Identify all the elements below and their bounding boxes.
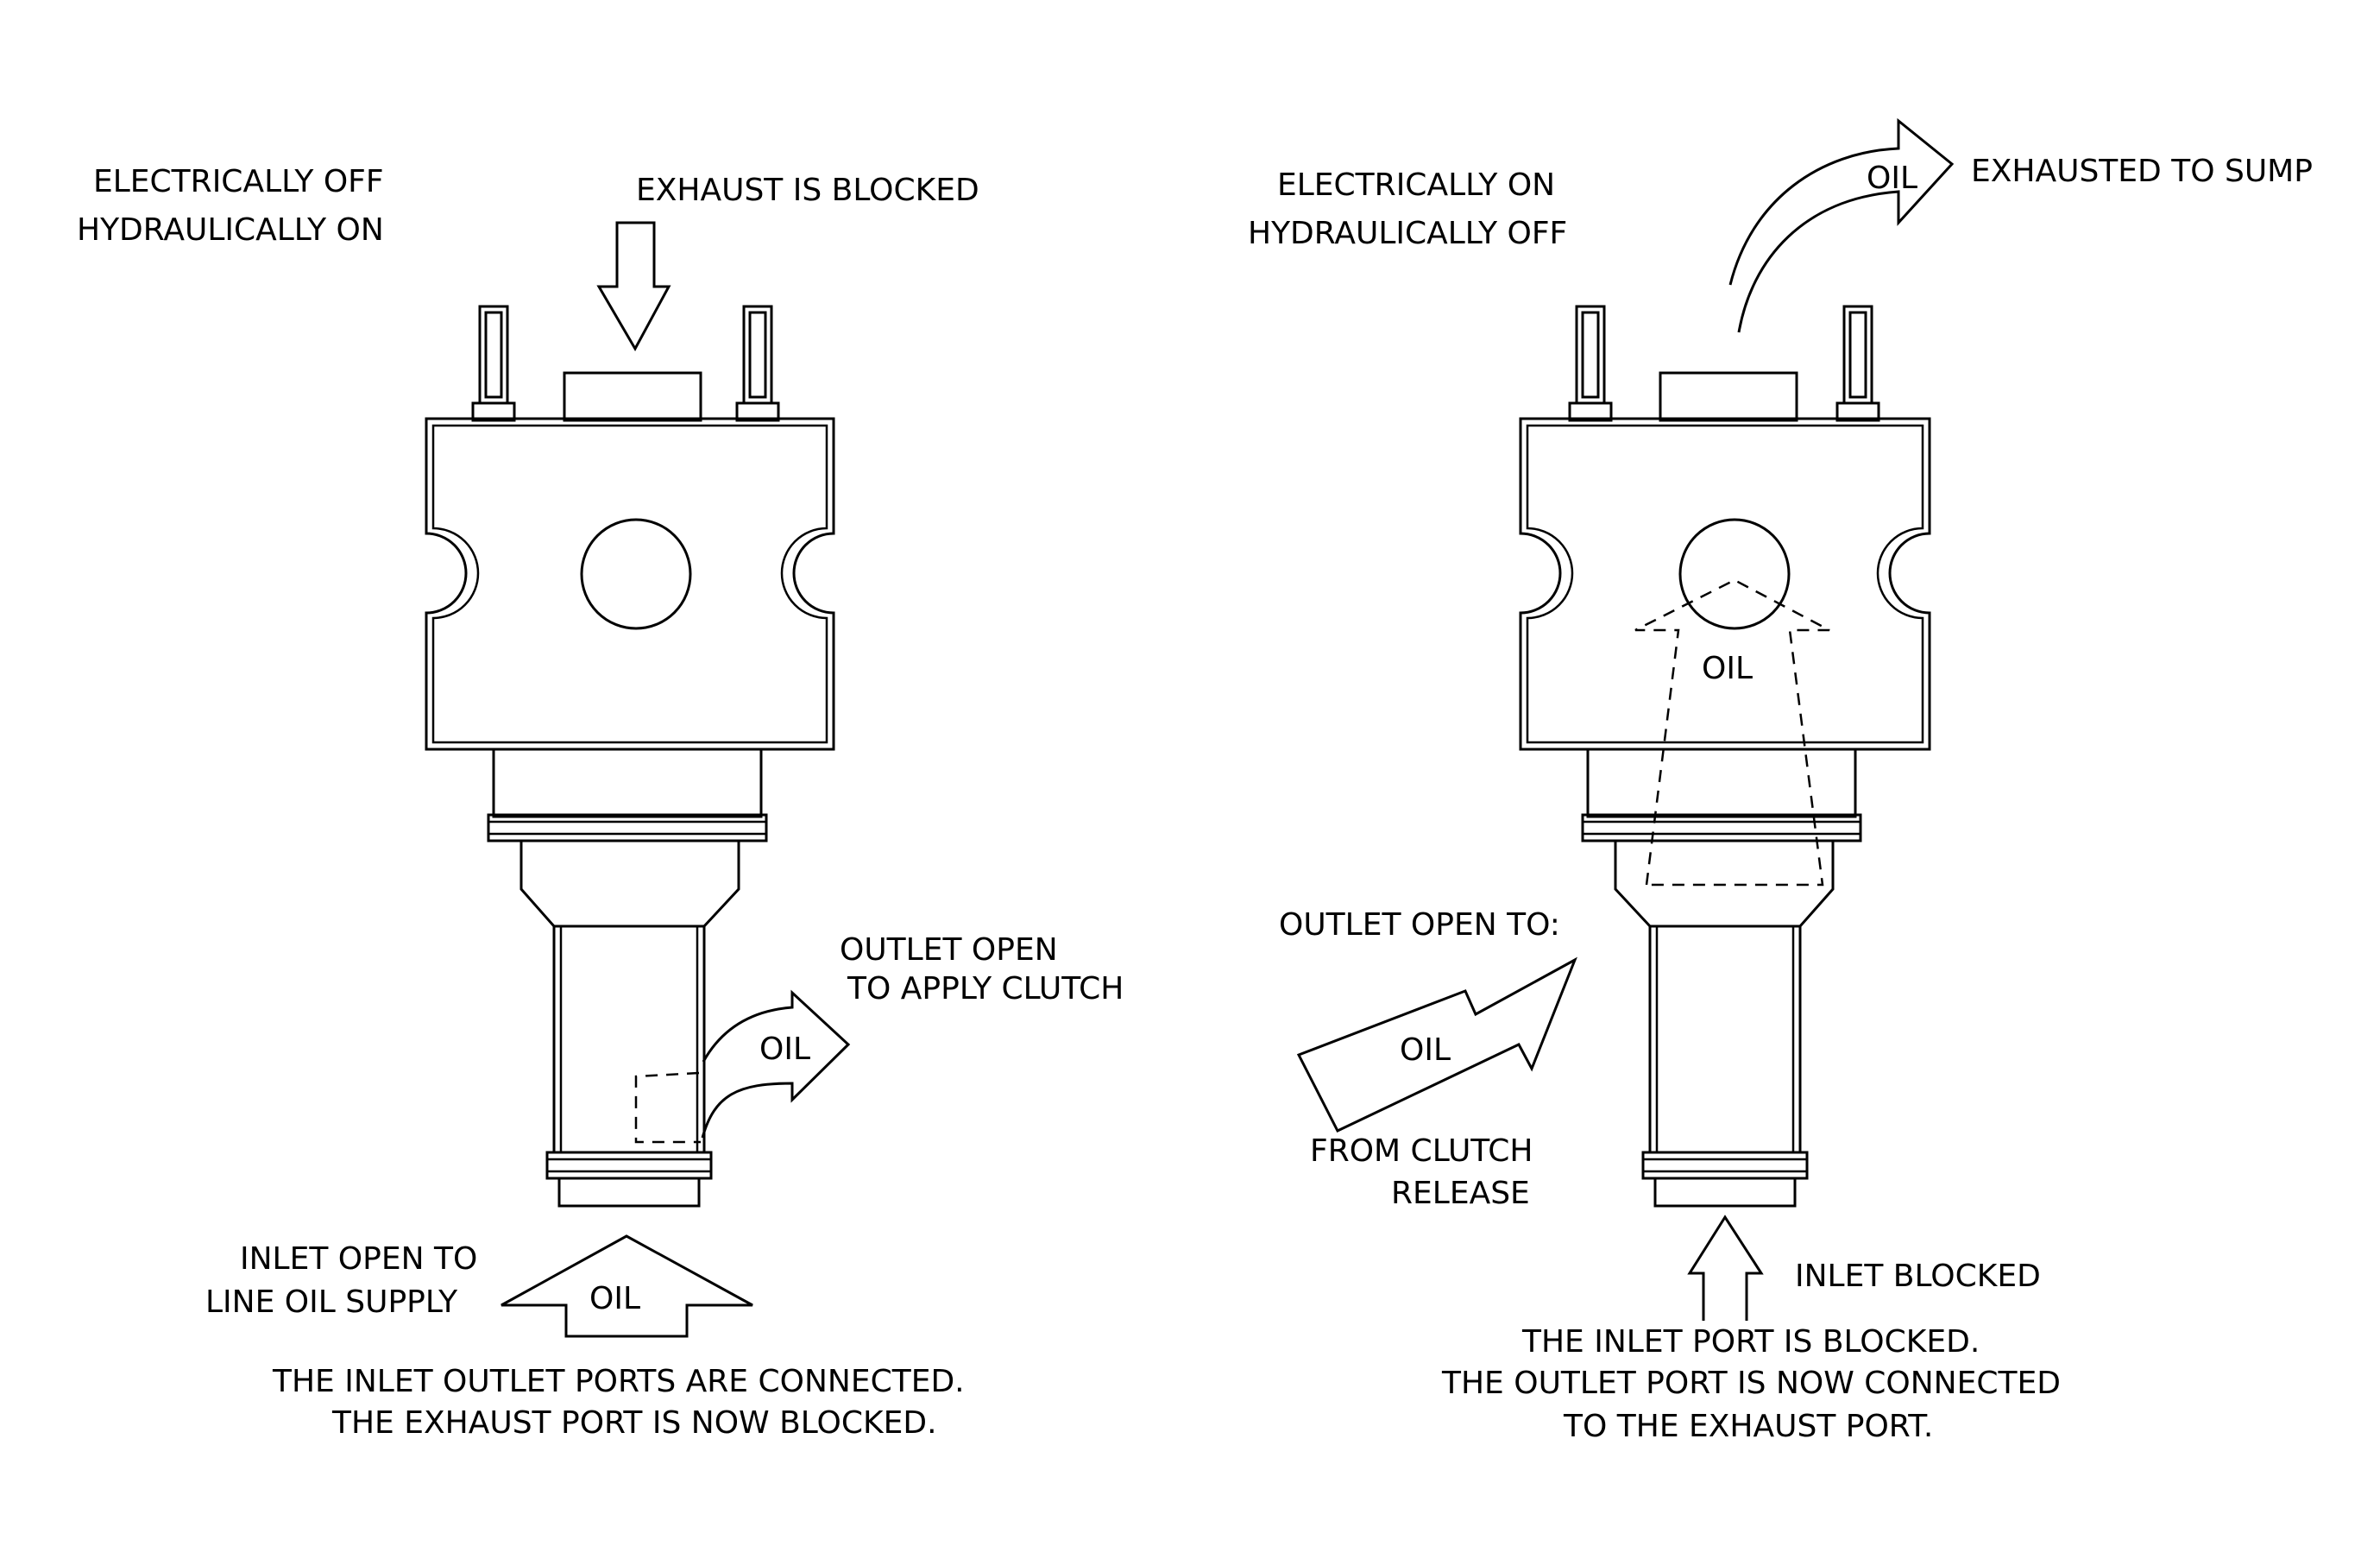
solenoid-body — [1519, 417, 1931, 751]
right-terminal-pin — [735, 305, 780, 422]
o-ring-upper — [1581, 813, 1862, 842]
o-ring-lower — [1641, 1151, 1809, 1180]
coil-circle — [580, 518, 692, 630]
right-caption-line1: THE INLET PORT IS BLOCKED. — [1521, 1324, 1980, 1360]
right-exhaust-label: EXHAUSTED TO SUMP — [1971, 154, 2313, 189]
inlet-blocked-arrow — [1687, 1215, 1764, 1321]
inlet-oil-arrow — [501, 1234, 753, 1338]
left-state-line1: ELECTRICALLY OFF — [93, 164, 384, 199]
left-inlet-line1: INLET OPEN TO — [240, 1241, 477, 1277]
left-state-line2: HYDRAULICALLY ON — [77, 212, 384, 248]
right-caption-line2: THE OUTLET PORT IS NOW CONNECTED — [1441, 1366, 2061, 1401]
right-release-line1: FROM CLUTCH — [1310, 1133, 1533, 1169]
solenoid-neck — [492, 748, 763, 818]
right-state-line1: ELECTRICALLY ON — [1277, 167, 1555, 203]
coil-circle — [1678, 518, 1791, 630]
o-ring-upper — [487, 813, 768, 842]
left-inlet-oil: OIL — [589, 1281, 640, 1316]
left-outlet-line2: TO APPLY CLUTCH — [847, 971, 1124, 1007]
right-exhaust-oil: OIL — [1867, 161, 1917, 196]
left-solenoid — [425, 305, 835, 1208]
internal-oil-path — [1634, 578, 1830, 887]
right-state-line2: HYDRAULICALLY OFF — [1248, 216, 1567, 251]
exhaust-cap — [563, 371, 702, 422]
right-internal-oil: OIL — [1702, 651, 1753, 686]
solenoid-taper — [519, 841, 740, 928]
exhaust-cap — [1659, 371, 1798, 422]
outlet-oil-arrow — [701, 989, 851, 1139]
right-terminal-pin — [1835, 305, 1880, 422]
right-outlet-oil: OIL — [1400, 1032, 1451, 1068]
o-ring-lower — [545, 1151, 713, 1180]
left-terminal-pin — [471, 305, 516, 422]
left-terminal-pin — [1568, 305, 1613, 422]
right-release-line2: RELEASE — [1391, 1176, 1530, 1211]
left-inlet-line2: LINE OIL SUPPLY — [205, 1284, 458, 1320]
solenoid-tube — [552, 924, 706, 1154]
outlet-port-dashed — [634, 1071, 701, 1144]
right-outlet-label: OUTLET OPEN TO: — [1279, 907, 1560, 943]
solenoid-body — [425, 417, 835, 751]
solenoid-tube — [1648, 924, 1802, 1154]
left-outlet-oil: OIL — [759, 1032, 810, 1067]
left-caption-line2: THE EXHAUST PORT IS NOW BLOCKED. — [331, 1405, 937, 1441]
outlet-release-arrow — [1296, 956, 1577, 1133]
left-exhaust-label: EXHAUST IS BLOCKED — [636, 173, 979, 208]
left-caption-line1: THE INLET OUTLET PORTS ARE CONNECTED. — [272, 1364, 965, 1399]
solenoid-neck — [1586, 748, 1857, 818]
right-inlet-label: INLET BLOCKED — [1795, 1259, 2041, 1294]
right-solenoid — [1519, 305, 1931, 1208]
exhaust-blocked-arrow — [596, 221, 671, 352]
right-caption-line3: TO THE EXHAUST PORT. — [1563, 1409, 1933, 1444]
left-outlet-line1: OUTLET OPEN — [840, 932, 1058, 968]
solenoid-taper — [1614, 841, 1835, 928]
exhaust-oil-arrow — [1728, 117, 1955, 333]
